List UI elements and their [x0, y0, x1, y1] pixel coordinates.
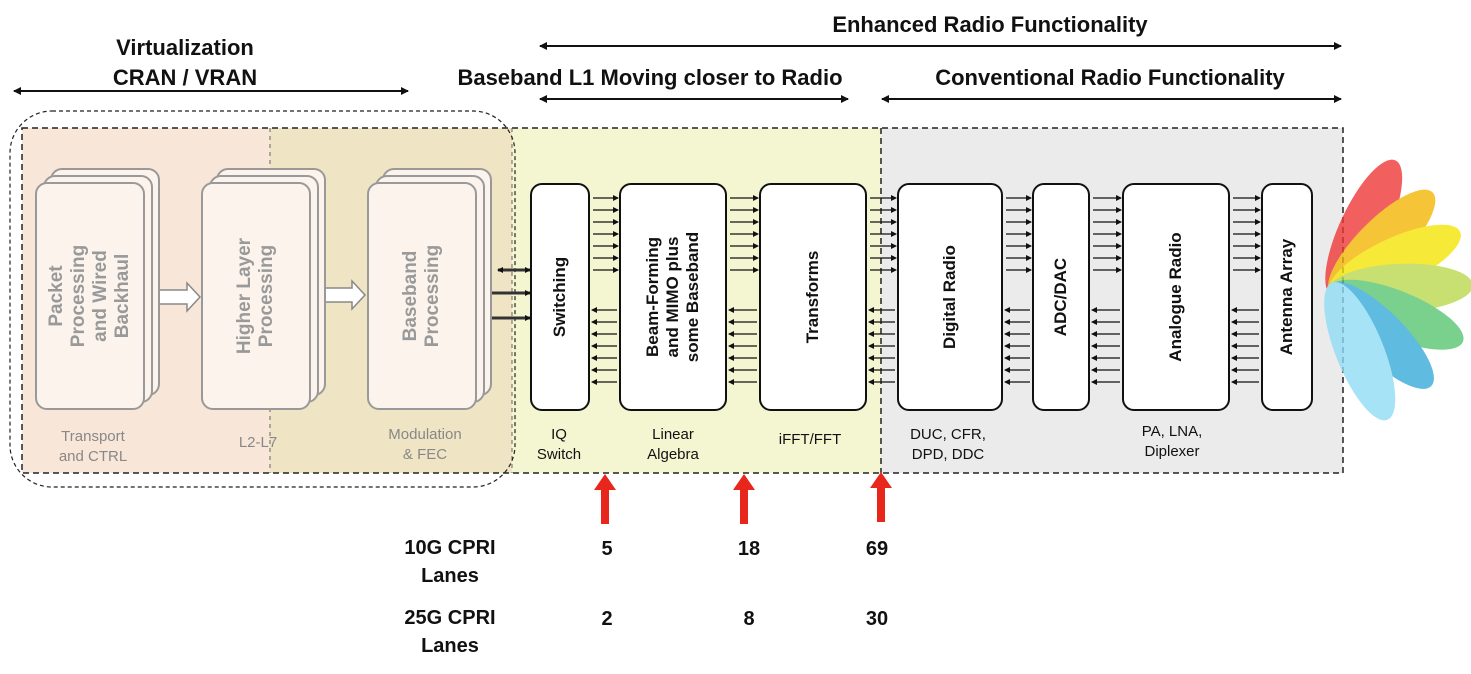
linear-line2: Algebra [647, 446, 699, 463]
pa-line1: PA, LNA, [1141, 423, 1203, 440]
antenna-array-block: Antenna Array [1261, 183, 1313, 411]
analogue-radio-label: Analogue Radio [1166, 232, 1185, 362]
higher-line2: Processing [256, 244, 277, 348]
analogue-radio-block: Analogue Radio [1122, 183, 1230, 411]
row2-value-switching: 2 [601, 608, 613, 630]
switching-label: Switching [550, 256, 569, 338]
row2-label-line2: Lanes [421, 635, 479, 657]
virtualization-header: Virtualization CRAN / VRAN [80, 33, 290, 93]
row1-value-beamforming: 18 [737, 538, 761, 560]
virtualization-title: Virtualization [116, 35, 254, 60]
iq-line2: Switch [536, 446, 582, 463]
split-point-arrow-3 [870, 472, 892, 522]
row1-label-line1: 10G CPRI [404, 537, 496, 559]
packet-line2: Processing [68, 244, 89, 348]
iq-sublabel: IQ Switch [537, 425, 581, 465]
row2-label: 25G CPRI Lanes [390, 604, 510, 660]
baseband-line2: Processing [422, 244, 443, 348]
row1-value-switching: 5 [601, 538, 613, 560]
packet-line1: Packet [46, 265, 67, 327]
modulation-line1: Modulation [388, 426, 462, 443]
beam-petal-lightblue [1324, 281, 1396, 421]
digital-radio-label: Digital Radio [940, 245, 959, 349]
packet-line4: Backhaul [112, 253, 133, 339]
adc-dac-block: ADC/DAC [1032, 183, 1090, 411]
l2l7-sublabel: L2-L7 [239, 433, 277, 453]
cran-vran-title: CRAN / VRAN [112, 65, 258, 90]
row2-label-line1: 25G CPRI [404, 607, 496, 629]
linear-algebra-sublabel: Linear Algebra [647, 425, 699, 465]
pa-sublabel: PA, LNA, Diplexer [1142, 422, 1203, 462]
packet-processing-block: Packet Processing and Wired Backhaul [35, 182, 145, 410]
adc-dac-label: ADC/DAC [1051, 257, 1070, 337]
row2-value-transforms: 30 [865, 608, 889, 630]
iq-line1: IQ [551, 426, 567, 443]
antenna-beam-petals [1324, 159, 1471, 421]
duc-line1: DUC, CFR, [910, 426, 986, 443]
row2-value-beamforming: 8 [743, 608, 755, 630]
row1-label-line2: Lanes [421, 565, 479, 587]
conventional-radio-header: Conventional Radio Functionality [935, 65, 1285, 90]
beamforming-line2: and MIMO plus [663, 236, 682, 358]
digital-radio-block: Digital Radio [897, 183, 1003, 411]
row1-value-transforms: 69 [865, 538, 889, 560]
antenna-array-label: Antenna Array [1277, 238, 1296, 356]
packet-line3: and Wired [90, 250, 111, 342]
duc-line2: DPD, DDC [911, 446, 985, 463]
modulation-sublabel: Modulation & FEC [388, 425, 461, 465]
transforms-label: Transforms [803, 250, 822, 344]
duc-sublabel: DUC, CFR, DPD, DDC [910, 425, 986, 465]
pa-line2: Diplexer [1144, 443, 1200, 460]
beamforming-line1: Beam-Forming [643, 237, 662, 357]
l2l7-line1: L2-L7 [238, 434, 278, 451]
ifft-sublabel: iFFT/FFT [779, 430, 841, 450]
switching-block: Switching [530, 183, 590, 411]
baseband-l1-header: Baseband L1 Moving closer to Radio [457, 65, 843, 90]
beamforming-line3: some Baseband [683, 231, 702, 363]
transport-line2: and CTRL [58, 448, 128, 465]
baseband-processing-block: Baseband Processing [367, 182, 477, 410]
row1-label: 10G CPRI Lanes [390, 534, 510, 590]
ifft-line1: iFFT/FFT [778, 431, 842, 448]
split-point-arrow-1 [594, 474, 616, 524]
split-point-arrow-2 [733, 474, 755, 524]
linear-line1: Linear [652, 426, 694, 443]
baseband-line1: Baseband [400, 250, 421, 342]
transport-line1: Transport [61, 428, 125, 445]
transforms-block: Transforms [759, 183, 867, 411]
beamforming-block: Beam-Forming and MIMO plus some Baseband [619, 183, 727, 411]
higher-layer-processing-block: Higher Layer Processing [201, 182, 311, 410]
modulation-line2: & FEC [402, 446, 448, 463]
enhanced-radio-header: Enhanced Radio Functionality [832, 12, 1148, 37]
transport-sublabel: Transport and CTRL [59, 427, 127, 467]
higher-line1: Higher Layer [234, 237, 255, 355]
